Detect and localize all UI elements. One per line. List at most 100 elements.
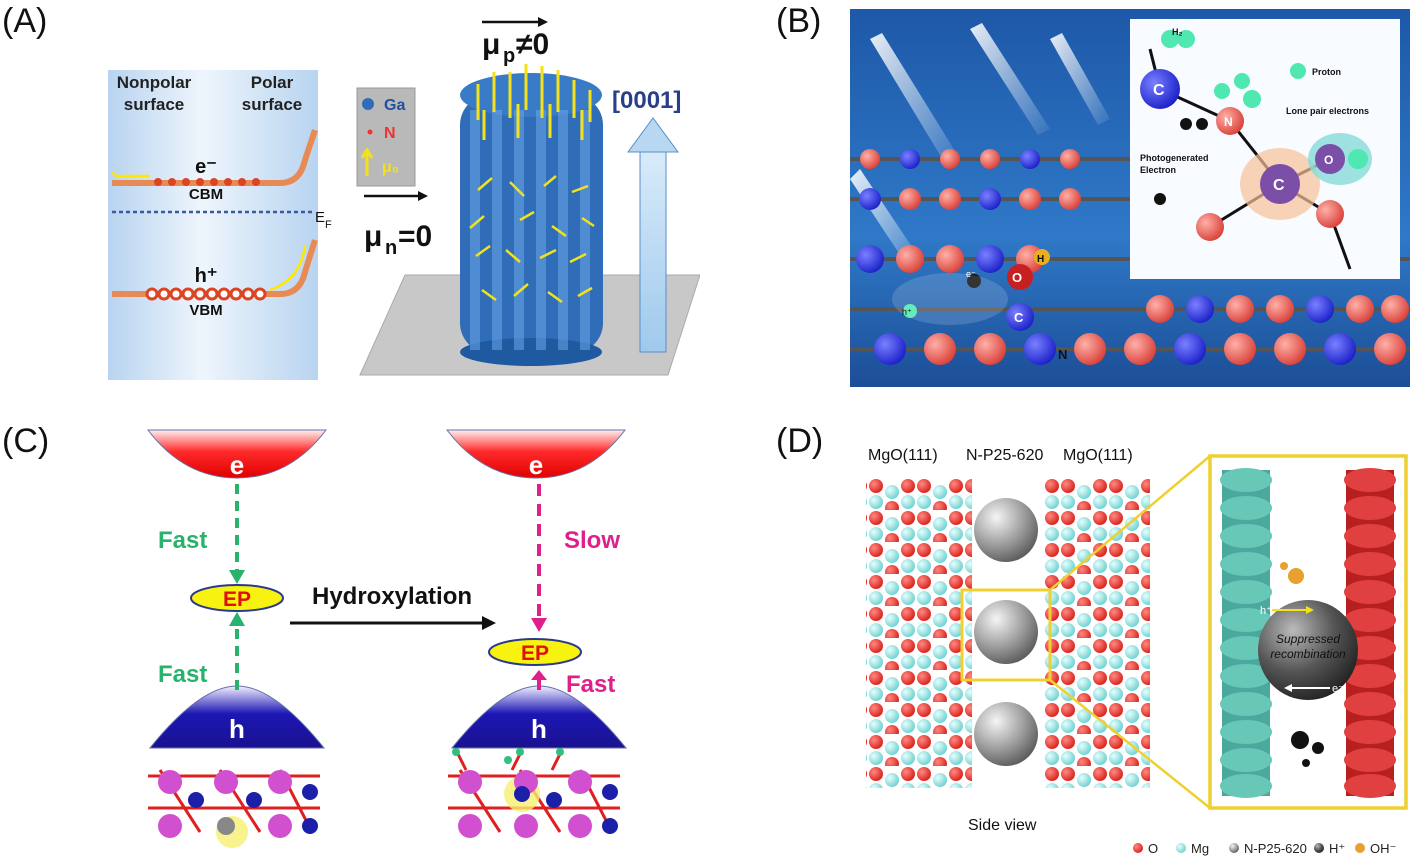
- inset-proton: [1290, 63, 1306, 79]
- atom-o-label: O: [1012, 270, 1022, 285]
- panel-d-figure: h⁺ Suppressed recombination e⁻ MgO(111) …: [866, 447, 1408, 856]
- legend-np-icon: [1229, 843, 1239, 853]
- mu-n-sub: n: [385, 237, 397, 259]
- oxygen-atom: [1007, 264, 1033, 290]
- exciton-cloud: [892, 273, 1008, 325]
- panel-label-c: (C): [2, 422, 50, 460]
- h-sphere-3: [1302, 759, 1310, 767]
- inset-h2-b: [1177, 30, 1195, 48]
- inset-nitrogen-2: [1196, 213, 1224, 241]
- zoom-line-bottom: [1049, 679, 1211, 809]
- left-h-label: h: [229, 714, 245, 744]
- polar-label-2: surface: [242, 95, 302, 114]
- right-fast-label: Fast: [566, 671, 615, 698]
- panel-c-figure: e e h h EP EP Hydroxylation Fast Fast Sl…: [146, 429, 628, 848]
- legend-o-label: O: [1148, 841, 1158, 856]
- inset-oxygen: [1315, 144, 1345, 174]
- suppressed-label: Suppressed: [1276, 632, 1340, 646]
- legend-np-label: N-P25-620: [1244, 841, 1307, 856]
- inset-carbon-1: [1140, 69, 1180, 109]
- panel-b-figure: O H C N e⁻ h⁺ C N C O H₂ Proton Lone pai…: [850, 9, 1410, 387]
- nonpolar-label-2: surface: [124, 95, 184, 114]
- photogen-label-2: Electron: [1140, 165, 1176, 175]
- hole-label: h⁺: [195, 265, 218, 287]
- h-plus-label: h⁺: [1260, 605, 1272, 617]
- left-fast-bottom-label: Fast: [158, 661, 207, 688]
- direction-arrow-shaft: [639, 151, 667, 353]
- h-sphere-1: [1291, 731, 1309, 749]
- central-np25-sphere: [1258, 600, 1358, 700]
- inset-nitrogen-3: [1316, 200, 1344, 228]
- photogen-label: Photogenerated: [1140, 153, 1209, 163]
- h-sphere-2: [1312, 742, 1324, 754]
- np25-label: N-P25-620: [966, 447, 1043, 464]
- proton-label: Proton: [1312, 67, 1341, 77]
- direction-label: [0001]: [612, 87, 681, 114]
- lone-pair-label: Lone pair electrons: [1286, 106, 1369, 116]
- legend-n-icon: [367, 129, 373, 135]
- electron-label: e⁻: [195, 156, 217, 178]
- atom-n-label: N: [1058, 347, 1067, 362]
- oh-sphere-1: [1288, 568, 1304, 584]
- np25-sphere-top: [974, 498, 1038, 562]
- polar-arrows: [476, 64, 592, 140]
- inset-nitrogen-1: [1216, 107, 1244, 135]
- hydrogen-atom: [1034, 249, 1050, 265]
- panel-label-a: (A): [2, 2, 48, 40]
- left-mgo-lattice: [866, 478, 972, 788]
- mgo-left-label: MgO(111): [868, 447, 938, 464]
- right-e-label: e: [529, 450, 543, 480]
- left-e-band: [146, 429, 328, 479]
- panel-label-d: (D): [776, 422, 824, 460]
- left-ep-label: EP: [223, 588, 251, 611]
- left-e-label: e: [230, 450, 244, 480]
- side-view-label: Side view: [968, 817, 1037, 834]
- mu-p-symbol: μ: [482, 28, 500, 61]
- legend-h-icon: [1314, 843, 1324, 853]
- panel-label-b: (B): [776, 2, 822, 40]
- inset-h2-label: H₂: [1172, 27, 1183, 37]
- h-label: h⁺: [902, 307, 912, 317]
- right-ep-label: EP: [521, 642, 549, 665]
- cbm-curve: [112, 129, 318, 186]
- legend-ga-label: Ga: [384, 97, 405, 114]
- electron-dot: [967, 274, 981, 288]
- left-crystal-structure: [148, 769, 320, 848]
- ef-sub-label: F: [325, 219, 332, 231]
- inset-carbon-2: [1260, 164, 1300, 204]
- mu-p-value: ≠0: [516, 28, 549, 61]
- lattice-atoms: [856, 149, 1409, 365]
- rod-texture: [470, 110, 590, 350]
- np25-sphere-middle: [974, 600, 1038, 664]
- legend-mu0-label: μ₀: [382, 159, 399, 176]
- legend-d: O Mg N-P25-620 H⁺ OH⁻: [1133, 841, 1396, 856]
- e-minus-label: e⁻: [1332, 683, 1344, 695]
- legend-ga-icon: [362, 98, 374, 110]
- band-diagram-bg: [108, 70, 318, 380]
- inset-o-label: O: [1324, 153, 1333, 167]
- legend-oh-icon: [1355, 843, 1365, 853]
- slow-label: Slow: [564, 527, 620, 554]
- mu-p-sub: p: [503, 45, 515, 67]
- atom-c-label: C: [1014, 310, 1024, 325]
- legend-mg-icon: [1176, 843, 1186, 853]
- mgo-right-label: MgO(111): [1063, 447, 1133, 464]
- carbon-atom: [1006, 303, 1034, 331]
- electron-arrow: [111, 171, 150, 178]
- electron-dots: [154, 178, 260, 186]
- right-h-label: h: [531, 714, 547, 744]
- hole-dot: [903, 304, 917, 318]
- oh-sphere-2: [1280, 562, 1288, 570]
- legend-n-label: N: [384, 125, 396, 142]
- inset-hydrogen: [1348, 149, 1368, 169]
- inset-lone-pair: [1243, 90, 1261, 108]
- legend-mu0-arrow: [360, 147, 374, 176]
- direction-arrow-head: [627, 117, 679, 153]
- left-fast-top-label: Fast: [158, 527, 207, 554]
- legend-oh-label: OH⁻: [1370, 841, 1396, 856]
- legend-o-icon: [1133, 843, 1143, 853]
- vbm-curve: [112, 239, 318, 297]
- legend-mg-label: Mg: [1191, 841, 1209, 856]
- zoom-frame-small: [960, 588, 1052, 682]
- ef-label: E: [315, 209, 325, 226]
